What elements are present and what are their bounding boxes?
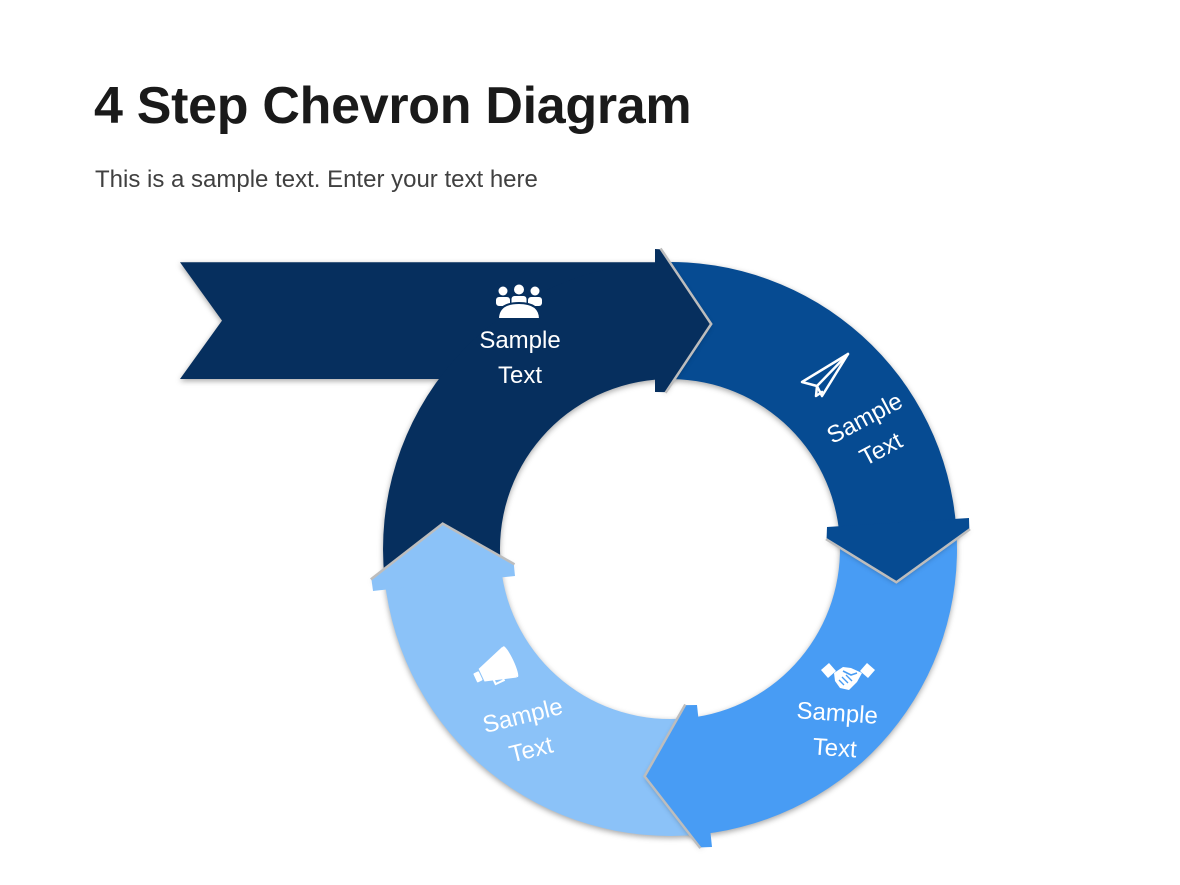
paper-plane-icon [800,352,850,398]
slide-title: 4 Step Chevron Diagram [94,77,692,135]
step-4-segment [371,525,700,836]
step-2-segment [660,262,970,581]
handshake-icon [821,663,875,690]
slide-subtitle: This is a sample text. Enter your text h… [95,166,538,193]
step-1-ring-arc [383,249,710,579]
step-3-segment [646,529,957,848]
step-3-label: Sample Text [764,691,909,771]
step-2-arrowhead [826,518,970,581]
step-4-arrowhead [371,525,515,591]
step-1-label-line1: Sample [479,327,561,354]
step-1-label: Sample Text [450,323,590,393]
people-group-icon [496,284,542,320]
step-1-arrowhead [655,249,710,393]
megaphone-icon [473,646,519,686]
step-3-arrowhead [646,705,712,848]
step-1-label-line2: Text [497,362,542,389]
